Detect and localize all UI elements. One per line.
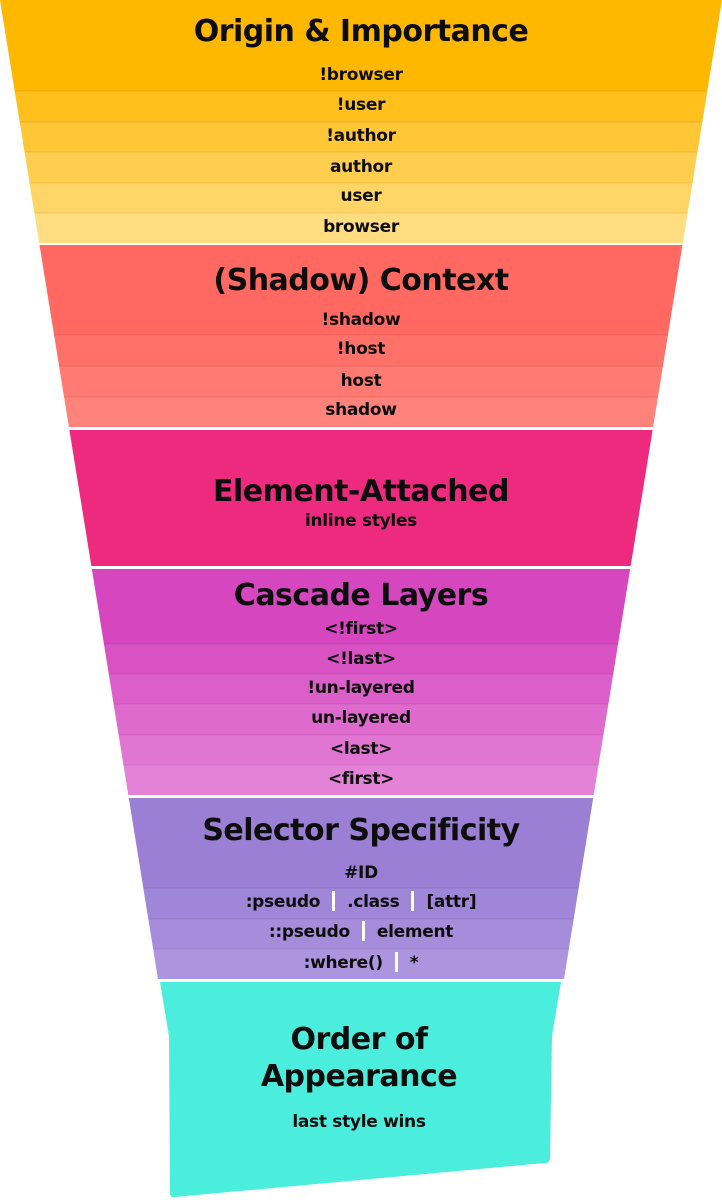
row-host: host bbox=[340, 371, 382, 391]
funnel-row-band bbox=[59, 366, 663, 397]
row-first-layer: <first> bbox=[327, 769, 395, 789]
selector-class: .class bbox=[347, 892, 400, 912]
selector-universal: * bbox=[409, 953, 419, 973]
funnel-row-band bbox=[24, 152, 698, 183]
selector-where: :where() bbox=[303, 953, 384, 973]
section-band-order-of-appearance bbox=[160, 982, 561, 1198]
section-title-selector-specificity: Selector Specificity bbox=[202, 813, 520, 848]
funnel-row-band bbox=[64, 397, 658, 427]
separator-bar bbox=[332, 891, 336, 911]
selector-attr: [attr] bbox=[426, 892, 477, 912]
section-band-origin-importance bbox=[0, 0, 722, 243]
row-author: author bbox=[329, 157, 393, 177]
row-id-selector: #ID bbox=[0, 863, 722, 883]
section-title-order-line-2: Appearance bbox=[260, 1059, 458, 1094]
row-important-last-layer: <!last> bbox=[326, 649, 396, 669]
row-unlayered: un-layered bbox=[311, 708, 411, 728]
row-browser: browser bbox=[323, 217, 399, 237]
funnel-row-band bbox=[123, 765, 599, 795]
selector-id: #ID bbox=[344, 863, 378, 883]
section-subtitle-last-style-wins: last style wins bbox=[292, 1112, 426, 1132]
selector-pseudo-class: :pseudo bbox=[245, 892, 321, 912]
funnel-row-band bbox=[108, 674, 614, 704]
funnel-row-band bbox=[113, 704, 609, 735]
section-title-shadow-context: (Shadow) Context bbox=[213, 263, 509, 298]
row-important-unlayered: !un-layered bbox=[307, 678, 415, 698]
funnel-row-band bbox=[54, 335, 668, 366]
section-title-origin-importance: Origin & Importance bbox=[193, 14, 529, 49]
section-title-order-line-1: Order of bbox=[290, 1022, 428, 1057]
funnel-row-band bbox=[148, 919, 574, 949]
funnel-row-band bbox=[69, 430, 653, 566]
funnel-row-band bbox=[103, 644, 619, 674]
row-shadow: shadow bbox=[325, 400, 397, 420]
row-important-author: !author bbox=[326, 126, 396, 146]
section-title-element-attached: Element-Attached bbox=[213, 474, 509, 509]
funnel-row-band bbox=[39, 245, 683, 335]
section-band-shadow-context bbox=[39, 245, 683, 427]
separator-bar bbox=[394, 952, 398, 972]
row-important-user: !user bbox=[336, 95, 386, 115]
funnel-row-band bbox=[153, 949, 569, 979]
row-important-browser: !browser bbox=[319, 65, 403, 85]
selector-pseudo-element: ::pseudo bbox=[268, 922, 350, 942]
selector-element: element bbox=[376, 922, 454, 942]
row-last-layer: <last> bbox=[329, 739, 393, 759]
funnel-row-band bbox=[29, 183, 693, 213]
section-title-cascade-layers: Cascade Layers bbox=[233, 578, 489, 613]
row-important-host: !host bbox=[336, 339, 386, 359]
funnel-row-band bbox=[14, 91, 708, 122]
separator-bar bbox=[361, 921, 365, 941]
section-band-selector-specificity bbox=[128, 798, 594, 979]
funnel-row-band bbox=[19, 122, 703, 152]
row-element-pseudo-element: ::pseudo element bbox=[0, 921, 722, 942]
funnel-row-band bbox=[91, 569, 631, 644]
funnel-row-band bbox=[128, 798, 594, 888]
row-class-pseudo-attr: :pseudo .class [attr] bbox=[0, 891, 722, 912]
funnel-row-band bbox=[0, 0, 722, 91]
row-important-shadow: !shadow bbox=[321, 310, 401, 330]
funnel-row-band bbox=[143, 888, 579, 919]
section-band-cascade-layers bbox=[91, 569, 631, 795]
row-where-universal: :where() * bbox=[0, 952, 722, 973]
section-band-element-attached bbox=[69, 430, 653, 566]
row-user: user bbox=[340, 186, 382, 206]
section-subtitle-inline-styles: inline styles bbox=[304, 511, 418, 531]
funnel-row-band bbox=[34, 213, 688, 243]
separator-bar bbox=[411, 891, 415, 911]
row-important-first-layer: <!first> bbox=[324, 619, 398, 639]
funnel-row-band bbox=[118, 735, 604, 765]
